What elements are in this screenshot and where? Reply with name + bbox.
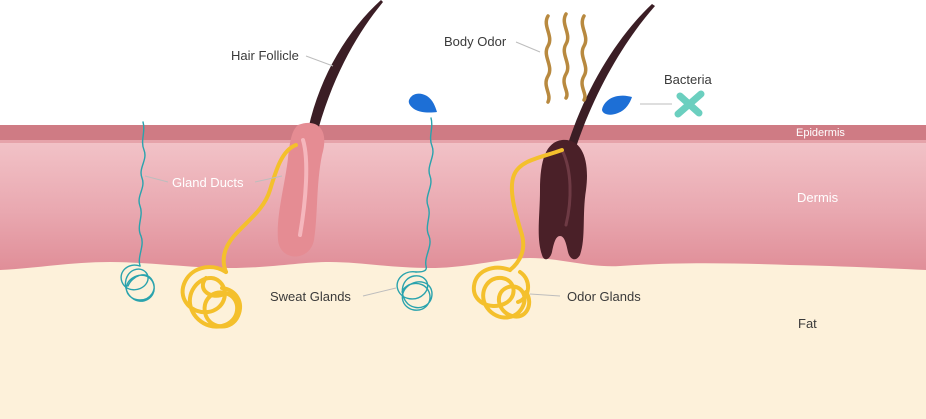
epidermis-edge: [0, 140, 926, 143]
hair-shaft-right: [566, 4, 655, 150]
leader-lines: [144, 41, 672, 297]
odor-gland-right: [471, 148, 564, 320]
label-hair-follicle: Hair Follicle: [231, 48, 299, 63]
sweat-gland-left: [120, 121, 155, 302]
body-odor-waves: [544, 12, 588, 104]
label-odor-glands: Odor Glands: [567, 289, 641, 304]
dermis-layer: [0, 140, 926, 270]
label-bacteria: Bacteria: [664, 72, 712, 87]
sweat-droplet-left: [408, 93, 437, 113]
odor-gland-left: [180, 143, 298, 329]
label-body-odor: Body Odor: [444, 34, 507, 49]
fat-layer: [0, 255, 926, 419]
bacteria-icon: [674, 90, 705, 118]
label-epidermis: Epidermis: [796, 127, 845, 139]
follicle-highlight-left: [298, 138, 309, 237]
hair-shaft-left: [308, 0, 383, 130]
epidermis-layer: [0, 125, 926, 142]
hair-follicle-right: [538, 139, 587, 260]
label-gland-ducts: Gland Ducts: [172, 175, 244, 190]
hair-follicle-left: [277, 122, 325, 257]
label-fat: Fat: [798, 316, 817, 331]
sweat-droplet-right: [602, 95, 632, 115]
follicle-highlight-right: [560, 148, 572, 227]
label-dermis: Dermis: [797, 190, 839, 205]
sweat-gland-middle: [396, 117, 434, 311]
label-sweat-glands: Sweat Glands: [270, 289, 351, 304]
